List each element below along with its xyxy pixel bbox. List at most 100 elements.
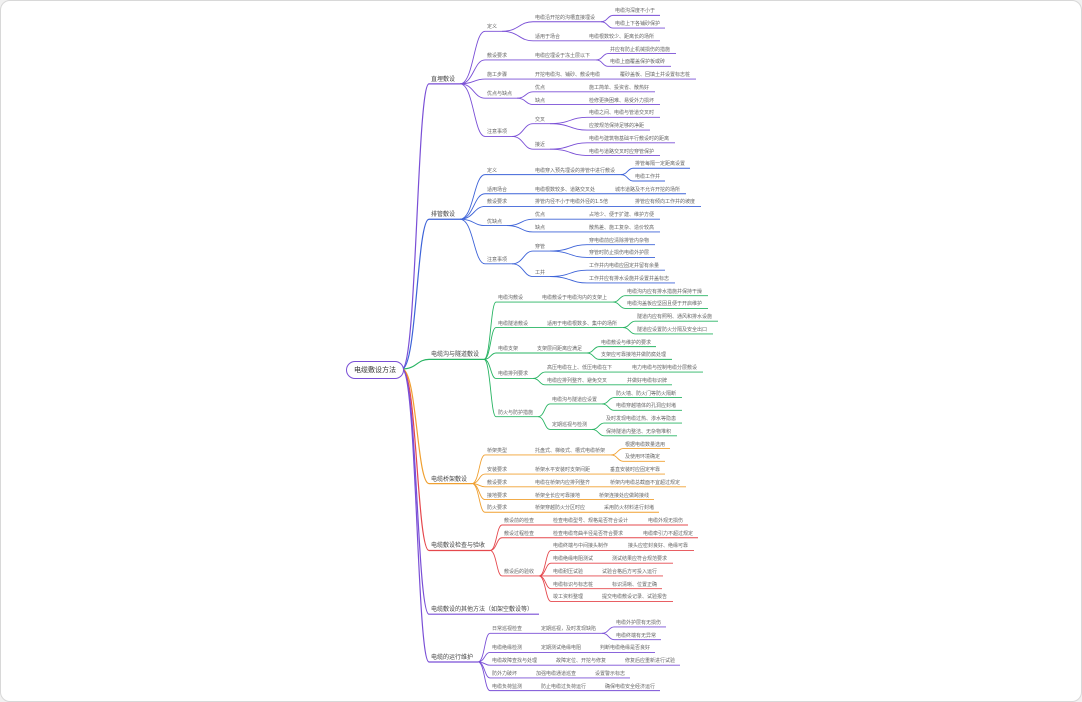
topic-3-5[interactable]: 防火与防护措施 bbox=[498, 409, 534, 416]
topic-3-3-1-2[interactable]: 支架应可靠接地并做防腐处理 bbox=[601, 352, 667, 359]
topic-2-1-1[interactable]: 电缆穿入预先埋设的排管中进行敷设 bbox=[535, 167, 616, 174]
topic-7-5[interactable]: 电缆负荷监测 bbox=[492, 683, 523, 690]
topic-2-1[interactable]: 定义 bbox=[487, 167, 498, 174]
topic-2-4-1-1[interactable]: 占地少、便于扩建、维护方便 bbox=[589, 212, 655, 219]
topic-4-4[interactable]: 接地要求 bbox=[487, 492, 508, 499]
topic-3-3-1-1[interactable]: 电缆敷设与维护的要求 bbox=[601, 339, 652, 346]
topic-1-2-1-1[interactable]: 并应有防止机械损伤的措施 bbox=[610, 46, 671, 53]
topic-2-1-1-2[interactable]: 电缆工作井 bbox=[635, 174, 661, 180]
topic-2-5-1-1[interactable]: 穿电缆前应清除排管内杂物 bbox=[589, 237, 650, 244]
topic-5[interactable]: 电缆敷设检查与验收 bbox=[431, 542, 486, 550]
topic-3-2-1-2[interactable]: 隧道应设置防火分隔及安全出口 bbox=[637, 326, 708, 333]
topic-2-3[interactable]: 敷设要求 bbox=[487, 199, 508, 206]
topic-6[interactable]: 电缆敷设的其他方法（如架空敷设等） bbox=[431, 606, 534, 614]
topic-1-5-1-2[interactable]: 应按规范保持足够的净距 bbox=[589, 123, 645, 130]
topic-4-1-1-1[interactable]: 根据电缆数量选用 bbox=[625, 441, 666, 448]
topic-3-4-2-1[interactable]: 并做好电缆标识牌 bbox=[627, 377, 668, 384]
topic-2-5-1-2[interactable]: 穿管时防止损伤电缆外护层 bbox=[589, 250, 650, 257]
topic-3-1-1-1[interactable]: 电缆沟内应有排水措施并保持干燥 bbox=[627, 288, 703, 295]
topic-5-3-3-1[interactable]: 试验合格后方可投入运行 bbox=[602, 568, 658, 575]
topic-1-5-1[interactable]: 交叉 bbox=[535, 116, 546, 123]
topic-3-4-1[interactable]: 高压电缆在上、低压电缆在下 bbox=[547, 365, 613, 372]
topic-7-1-1-1[interactable]: 电缆外护层有无损伤 bbox=[616, 619, 662, 626]
topic-2-5-2-1[interactable]: 工作井内电缆应固定并留有余量 bbox=[589, 263, 660, 270]
topic-7-2-1-1[interactable]: 判断电缆绝缘是否良好 bbox=[600, 645, 651, 652]
topic-1-4-1-1[interactable]: 施工简单、投资省、散热好 bbox=[589, 84, 650, 91]
topic-7-2[interactable]: 电缆绝缘检测 bbox=[492, 645, 523, 652]
topic-3-5-1-2[interactable]: 电缆穿越墙体的孔洞应封堵 bbox=[616, 403, 677, 410]
topic-2-5-2[interactable]: 工井 bbox=[535, 269, 546, 276]
topic-1-4-1[interactable]: 优点 bbox=[535, 84, 546, 91]
topic-3-3[interactable]: 电缆支架 bbox=[498, 346, 519, 352]
topic-3-4[interactable]: 电缆排列要求 bbox=[498, 371, 529, 378]
topic-2-2-1-1[interactable]: 城市道路及不允许开挖的场所 bbox=[615, 186, 681, 193]
topic-7-1-1-2[interactable]: 电缆终端有无异常 bbox=[616, 632, 657, 639]
topic-3-2-1-1[interactable]: 隧道内应有照明、通风和排水设施 bbox=[637, 314, 713, 321]
topic-3[interactable]: 电缆沟与隧道敷设 bbox=[431, 351, 480, 359]
topic-2-4-2[interactable]: 缺点 bbox=[535, 224, 546, 231]
topic-2-5-2-2[interactable]: 工作井应有排水设施并设置井盖标志 bbox=[589, 275, 670, 282]
topic-7-1-1[interactable]: 定期巡视，及时发现缺陷 bbox=[541, 626, 597, 633]
topic-7-2-1[interactable]: 定期测试绝缘电阻 bbox=[541, 645, 582, 652]
topic-4-2-1[interactable]: 桥架水平安装时支架间距 bbox=[535, 467, 591, 474]
topic-1-3-1[interactable]: 开挖电缆沟、铺砂、敷设电缆 bbox=[535, 72, 601, 79]
topic-3-5-1-1[interactable]: 防火墙、防火门等防火隔断 bbox=[616, 390, 677, 397]
topic-1-1-1-1[interactable]: 电缆沟深度不小于 bbox=[615, 8, 656, 15]
topic-1-2-1-2[interactable]: 电缆上面覆盖保护板或砖 bbox=[610, 59, 666, 66]
topic-7-3[interactable]: 电缆故障查找与处理 bbox=[492, 658, 538, 665]
topic-5-3-3[interactable]: 电缆耐压试验 bbox=[553, 568, 584, 575]
topic-7[interactable]: 电缆的运行维护 bbox=[431, 653, 474, 661]
topic-5-3-5-1[interactable]: 提交电缆敷设记录、试验报告 bbox=[602, 594, 668, 601]
topic-4-2[interactable]: 安装要求 bbox=[487, 467, 508, 474]
topic-3-5-1[interactable]: 电缆沟与隧道应设置 bbox=[552, 396, 598, 403]
topic-5-2[interactable]: 敷设过程检查 bbox=[504, 530, 535, 537]
topic-5-3-2[interactable]: 电缆绝缘电阻测试 bbox=[553, 556, 594, 563]
topic-1-5-1-1[interactable]: 电缆之间、电缆与管道交叉时 bbox=[589, 110, 655, 117]
topic-4-2-1-1[interactable]: 垂直安装时应固定牢靠 bbox=[610, 467, 661, 474]
topic-3-2-1[interactable]: 适用于电缆根数多、集中的场所 bbox=[547, 320, 618, 327]
topic-1-1-2[interactable]: 适用于场合 bbox=[535, 33, 561, 40]
topic-2-2[interactable]: 适用场合 bbox=[487, 186, 508, 193]
topic-2-2-1[interactable]: 电缆根数较多、道路交叉处 bbox=[535, 186, 596, 193]
topic-7-4[interactable]: 防外力破坏 bbox=[492, 670, 518, 677]
topic-2-4-1[interactable]: 优点 bbox=[535, 212, 546, 219]
topic-2-5[interactable]: 注意事项 bbox=[487, 256, 508, 263]
topic-3-5-2[interactable]: 定期巡视与检测 bbox=[552, 422, 588, 429]
topic-4-1-1[interactable]: 托盘式、梯级式、槽式电缆桥架 bbox=[535, 447, 606, 454]
topic-4-3-1[interactable]: 电缆在桥架内应排列整齐 bbox=[535, 479, 591, 486]
topic-1-5-2-2[interactable]: 电缆与道路交叉时应穿管保护 bbox=[589, 148, 655, 155]
topic-4-5-1[interactable]: 桥架穿越防火分区时应 bbox=[535, 505, 586, 512]
topic-4-5[interactable]: 防火要求 bbox=[487, 505, 508, 512]
topic-4-1[interactable]: 桥架类型 bbox=[487, 447, 508, 454]
topic-1-5-2[interactable]: 接近 bbox=[535, 142, 546, 149]
topic-2-3-1[interactable]: 排管内径不小于电缆外径的1.5倍 bbox=[535, 199, 608, 206]
topic-5-3-1[interactable]: 电缆终端与中间接头制作 bbox=[553, 543, 609, 550]
topic-3-4-2[interactable]: 电缆应排列整齐、避免交叉 bbox=[547, 377, 608, 384]
topic-1-4[interactable]: 优点与缺点 bbox=[487, 91, 513, 98]
topic-4-3[interactable]: 敷设要求 bbox=[487, 479, 508, 486]
topic-5-3-4[interactable]: 电缆标识与标志桩 bbox=[553, 581, 594, 588]
topic-5-1[interactable]: 敷设前的检查 bbox=[504, 518, 535, 524]
topic-1-3[interactable]: 施工步骤 bbox=[487, 72, 508, 79]
topic-1-1-1-2[interactable]: 电缆上下各铺砂保护 bbox=[615, 21, 661, 28]
topic-5-3-2-1[interactable]: 测试结果应符合规范要求 bbox=[612, 556, 668, 563]
topic-1-1[interactable]: 定义 bbox=[487, 24, 498, 31]
topic-2-1-1-1[interactable]: 排管每隔一定距离设置 bbox=[635, 161, 686, 168]
topic-4-3-1-1[interactable]: 桥架内电缆总截面不宜超过规定 bbox=[610, 479, 681, 486]
mindmap-root[interactable]: 电缆敷设方法 bbox=[346, 361, 404, 379]
topic-4-1-1-2[interactable]: 及使用环境确定 bbox=[625, 454, 661, 461]
topic-7-5-1-1[interactable]: 确保电缆安全经济运行 bbox=[605, 683, 656, 690]
topic-7-1[interactable]: 日常巡视检查 bbox=[492, 626, 523, 633]
topic-1-1-2-1[interactable]: 电缆根数较少、距离长的场所 bbox=[589, 33, 655, 40]
topic-7-4-1-1[interactable]: 设置警示标志 bbox=[595, 670, 626, 677]
topic-4-4-1-1[interactable]: 桥架连接处应做跨接线 bbox=[599, 492, 650, 499]
topic-1-2[interactable]: 敷设要求 bbox=[487, 52, 508, 59]
topic-5-3-4-1[interactable]: 标识清晰、位置正确 bbox=[612, 581, 658, 588]
topic-2-5-1[interactable]: 穿管 bbox=[535, 244, 546, 251]
topic-3-5-2-1[interactable]: 及时发现电缆过热、渗水等隐患 bbox=[606, 416, 677, 423]
topic-4-5-1-1[interactable]: 采用防火材料进行封堵 bbox=[604, 505, 655, 512]
topic-7-3-1-1[interactable]: 修复后应重新进行试验 bbox=[625, 658, 676, 665]
topic-4[interactable]: 电缆桥架敷设 bbox=[431, 475, 468, 483]
topic-3-3-1[interactable]: 支架层间距离应满足 bbox=[537, 346, 583, 352]
topic-1-5-2-1[interactable]: 电缆与建筑物基础平行敷设时的距离 bbox=[589, 135, 670, 142]
